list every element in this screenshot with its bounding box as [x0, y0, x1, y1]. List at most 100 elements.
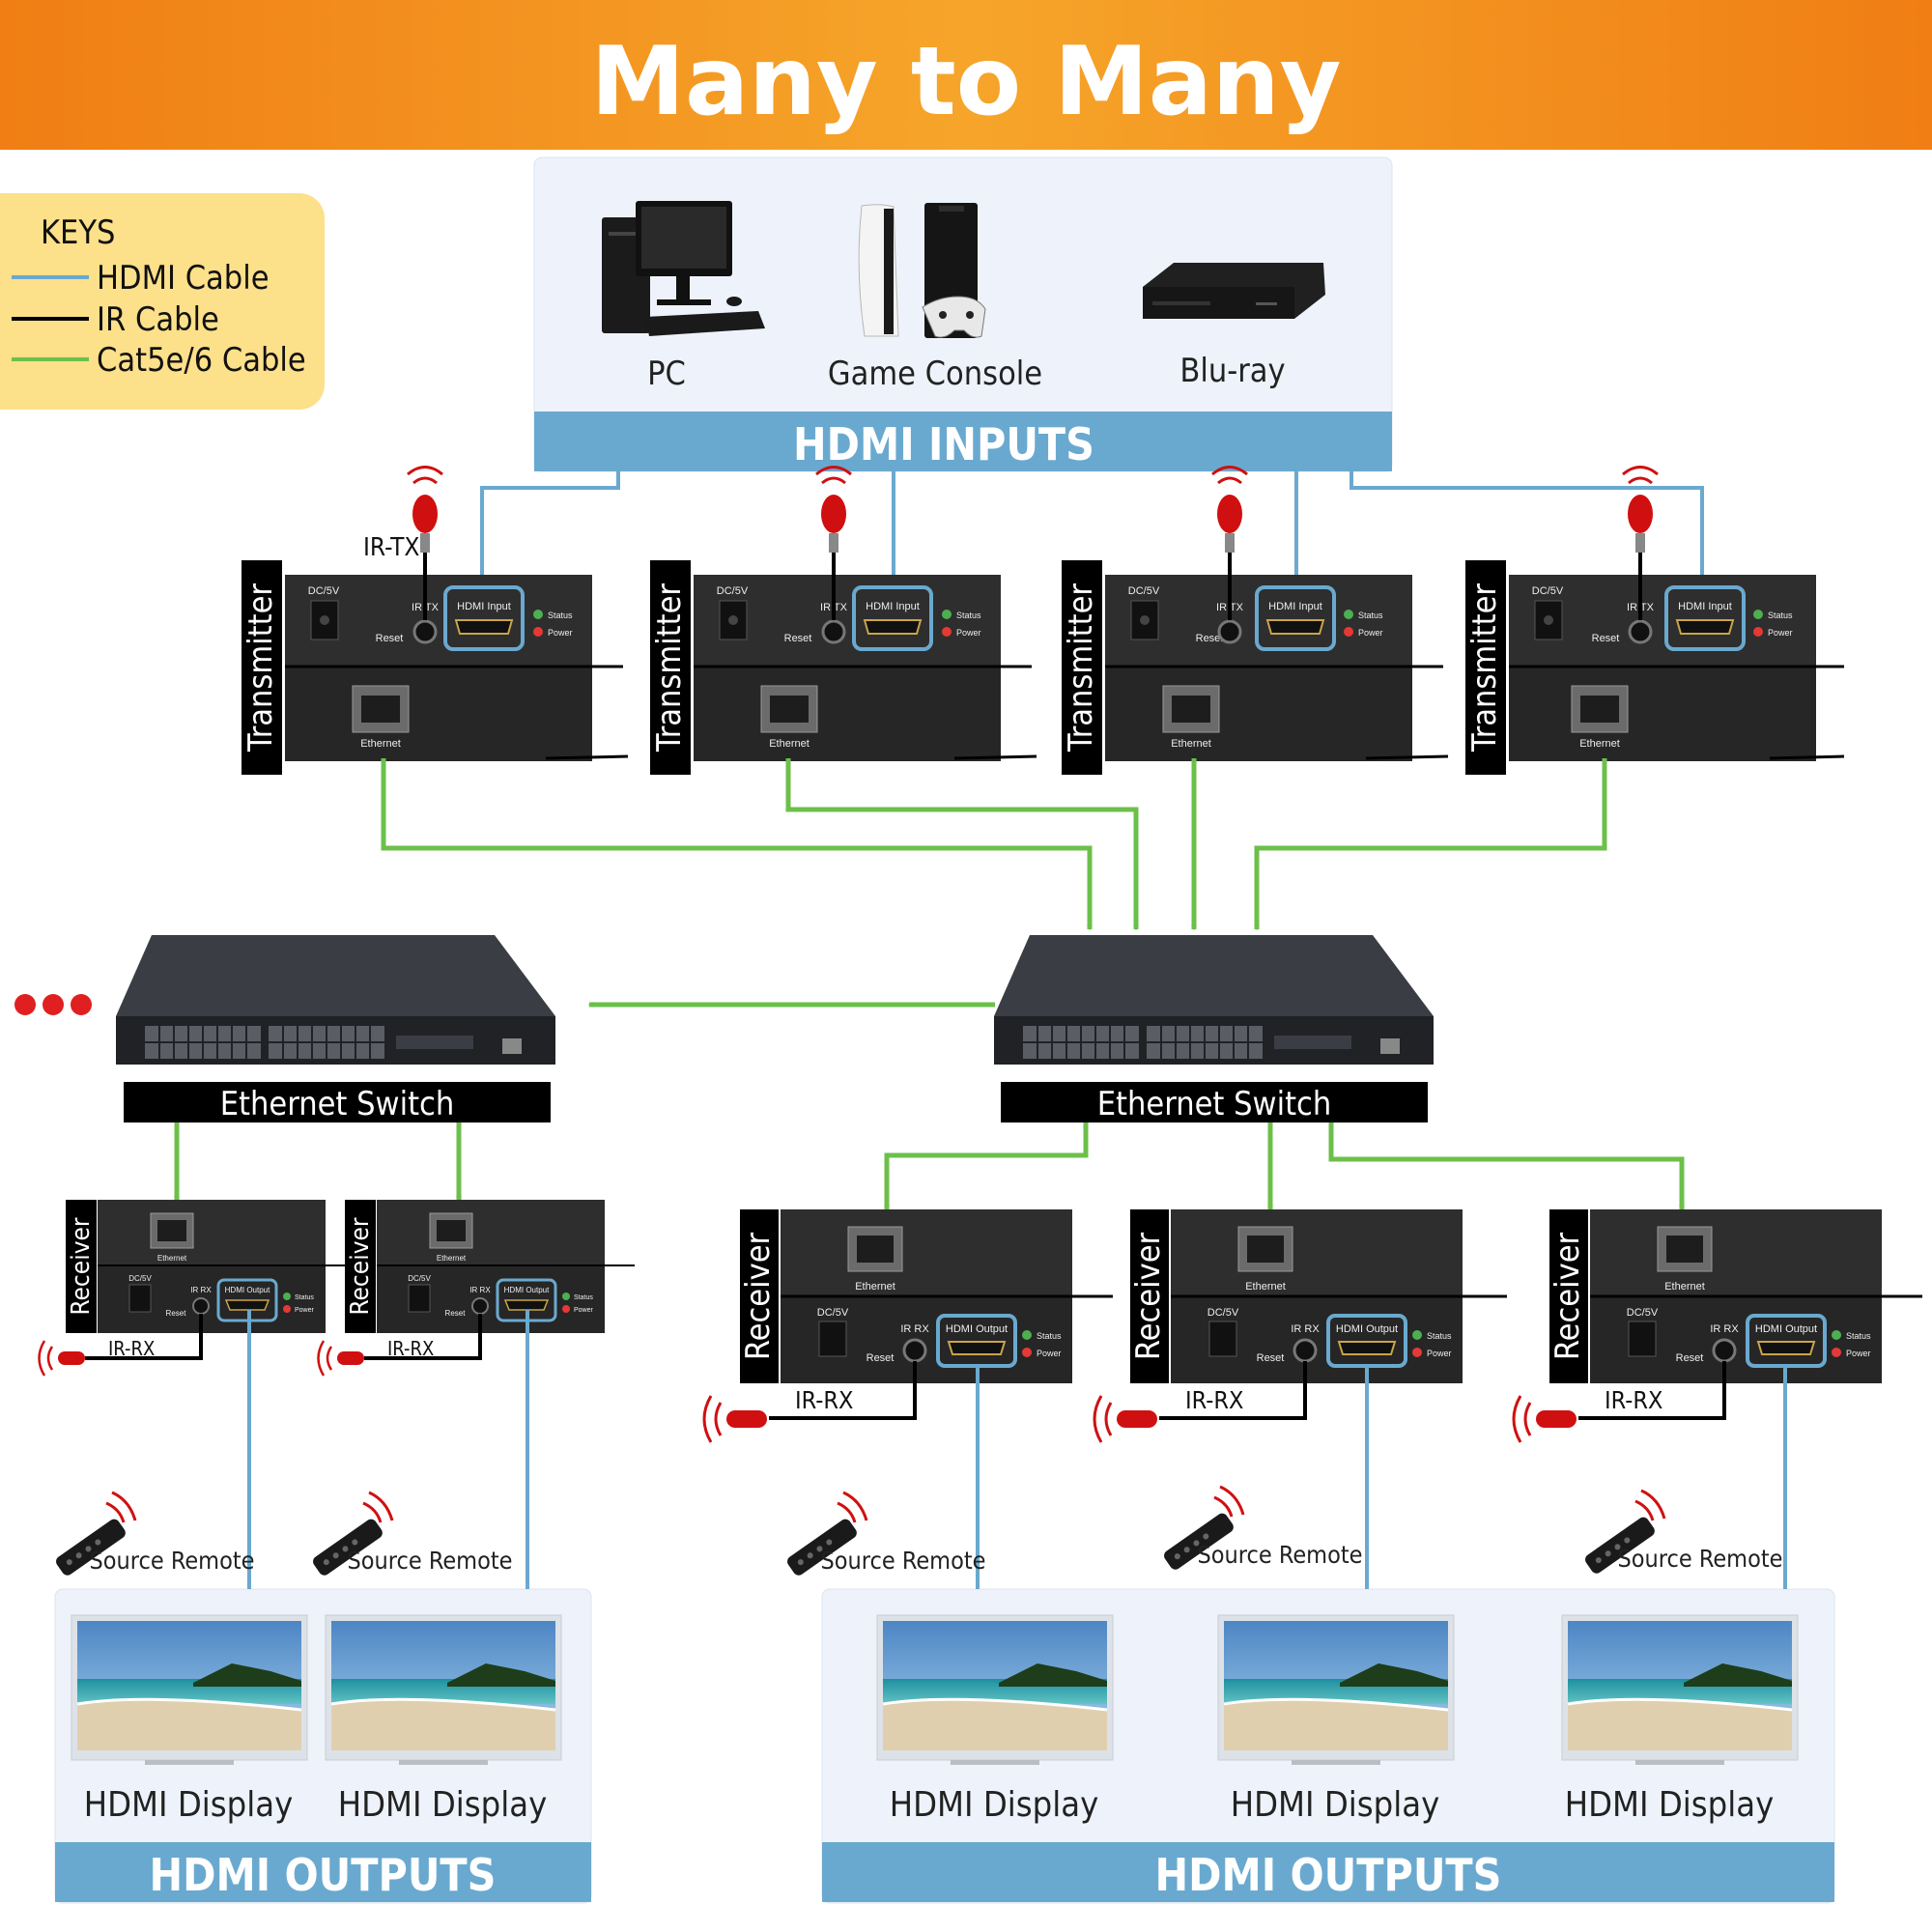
svg-text:Status: Status: [1358, 611, 1383, 620]
ethernet-switch-left-label: Ethernet Switch: [220, 1085, 455, 1123]
svg-text:IR RX: IR RX: [1710, 1323, 1739, 1335]
svg-text:Ethernet: Ethernet: [1171, 738, 1211, 750]
svg-text:Status: Status: [1846, 1331, 1871, 1341]
svg-text:IR-RX: IR-RX: [795, 1386, 853, 1414]
svg-text:DC/5V: DC/5V: [408, 1274, 431, 1283]
source-remote-4: Source Remote: [1164, 1485, 1363, 1570]
svg-text:Power: Power: [1037, 1349, 1062, 1358]
source-remote-3: Source Remote: [787, 1491, 986, 1576]
svg-text:IR RX: IR RX: [190, 1286, 212, 1294]
hdmi-inputs-panel: HDMI INPUTS PC Game Console: [533, 156, 1393, 472]
ethernet-switch-right-label-bg: [1001, 1082, 1428, 1122]
svg-text:HDMI Input: HDMI Input: [457, 601, 511, 612]
pc-icon: [602, 201, 765, 336]
receiver-3: Receiver Ethernet DC/5V Reset IR RX HDMI…: [702, 1209, 1113, 1443]
bluray-player-icon: [1143, 263, 1325, 319]
ir-cable-key-label: IR Cable: [97, 300, 219, 339]
svg-text:Reset: Reset: [1676, 1352, 1704, 1364]
svg-text:DC/5V: DC/5V: [1208, 1307, 1239, 1319]
svg-text:Receiver: Receiver: [346, 1217, 375, 1315]
hdmi-display-5: HDMI Display: [1561, 1614, 1799, 1825]
receiver-5: Receiver Ethernet DC/5V Reset IR RX HDMI…: [1512, 1209, 1922, 1443]
source-remote-1: Source Remote: [56, 1491, 255, 1576]
hdmi-display-1: HDMI Display: [71, 1614, 308, 1825]
svg-text:Source Remote: Source Remote: [820, 1547, 985, 1575]
svg-text:IR-RX: IR-RX: [1185, 1386, 1243, 1414]
hdmi-outputs-header-left: [55, 1842, 591, 1902]
svg-text:Ethernet: Ethernet: [437, 1254, 467, 1263]
hdmi-outputs-title-right: HDMI OUTPUTS: [1155, 1849, 1502, 1901]
page-title: Many to Many: [590, 27, 1341, 137]
svg-text:Reset: Reset: [376, 633, 404, 644]
svg-text:Status: Status: [574, 1294, 593, 1301]
svg-text:Power: Power: [295, 1307, 315, 1314]
title-banner: [0, 0, 1932, 150]
svg-text:Reset: Reset: [1592, 633, 1620, 644]
svg-text:HDMI Output: HDMI Output: [504, 1286, 550, 1294]
svg-text:Transmitter: Transmitter: [242, 583, 280, 753]
svg-text:Source Remote: Source Remote: [1197, 1541, 1362, 1569]
svg-text:Status: Status: [1037, 1331, 1062, 1341]
svg-text:Reset: Reset: [784, 633, 812, 644]
svg-text:Power: Power: [1846, 1349, 1871, 1358]
hdmi-outputs-header-right: [822, 1842, 1834, 1902]
hdmi-display-2: HDMI Display: [325, 1614, 562, 1825]
svg-text:Power: Power: [548, 628, 573, 638]
svg-text:Source Remote: Source Remote: [1617, 1545, 1782, 1573]
hdmi-cable-tx4: [1350, 471, 1704, 591]
hdmi-display-4: HDMI Display: [1217, 1614, 1455, 1825]
svg-text:HDMI Input: HDMI Input: [1268, 601, 1322, 612]
svg-text:Ethernet: Ethernet: [855, 1281, 895, 1293]
ethernet-switch-right: [994, 935, 1434, 1065]
svg-text:HDMI Display: HDMI Display: [1231, 1785, 1439, 1825]
svg-text:DC/5V: DC/5V: [717, 585, 749, 597]
svg-text:Ethernet: Ethernet: [157, 1254, 187, 1263]
cat-cables-tx: [381, 758, 1607, 1005]
receiver-1: Receiver Ethernet DC/5V Reset IR RX HDMI…: [38, 1200, 346, 1377]
svg-text:Ethernet: Ethernet: [1245, 1281, 1286, 1293]
svg-text:DC/5V: DC/5V: [817, 1307, 849, 1319]
svg-text:IR RX: IR RX: [1291, 1323, 1320, 1335]
svg-text:HDMI Display: HDMI Display: [338, 1785, 547, 1825]
svg-text:Status: Status: [1768, 611, 1793, 620]
svg-text:Reset: Reset: [445, 1309, 467, 1318]
svg-text:HDMI Output: HDMI Output: [225, 1286, 270, 1294]
transmitter-4: Transmitter DC/5V Reset IR TX HDMI Input…: [1465, 466, 1845, 775]
svg-text:Receiver: Receiver: [1129, 1232, 1168, 1360]
svg-text:Status: Status: [956, 611, 981, 620]
more-switches-icon: [14, 994, 92, 1015]
svg-text:Status: Status: [548, 611, 573, 620]
svg-text:HDMI Output: HDMI Output: [1755, 1323, 1817, 1335]
svg-text:Reset: Reset: [1257, 1352, 1285, 1364]
source-remote-5: Source Remote: [1585, 1489, 1783, 1574]
receiver-2: Receiver Ethernet DC/5V Reset IR RX HDMI…: [317, 1200, 635, 1377]
svg-text:HDMI Output: HDMI Output: [946, 1323, 1008, 1335]
svg-text:HDMI Display: HDMI Display: [1565, 1785, 1774, 1825]
svg-text:Reset: Reset: [166, 1309, 187, 1318]
hdmi-input-cables: [480, 471, 1704, 591]
transmitter-2: Transmitter DC/5V Reset IR TX HDMI Input…: [650, 466, 1037, 775]
game-console-label: Game Console: [828, 355, 1042, 393]
svg-text:Receiver: Receiver: [1548, 1232, 1587, 1360]
svg-text:Source Remote: Source Remote: [89, 1547, 254, 1575]
svg-text:IR RX: IR RX: [900, 1323, 929, 1335]
game-console-icon: [858, 203, 986, 338]
svg-text:Ethernet: Ethernet: [1579, 738, 1620, 750]
svg-text:Power: Power: [956, 628, 981, 638]
svg-text:Power: Power: [1427, 1349, 1452, 1358]
source-remote-2: Source Remote: [313, 1491, 513, 1576]
svg-text:IR RX: IR RX: [469, 1286, 491, 1294]
hdmi-outputs-title-left: HDMI OUTPUTS: [150, 1849, 497, 1901]
ethernet-switch-left-label-bg: [124, 1082, 551, 1122]
hdmi-inputs-title: HDMI INPUTS: [793, 418, 1094, 470]
svg-text:IR-TX: IR-TX: [363, 533, 419, 562]
cat-cables-rx: [177, 1122, 1682, 1209]
svg-text:Receiver: Receiver: [739, 1232, 778, 1360]
svg-text:HDMI Input: HDMI Input: [1678, 601, 1732, 612]
svg-text:IR-RX: IR-RX: [108, 1337, 155, 1360]
pc-label: PC: [647, 355, 686, 393]
svg-text:Transmitter: Transmitter: [1062, 583, 1100, 753]
svg-text:DC/5V: DC/5V: [1532, 585, 1564, 597]
svg-text:IR-RX: IR-RX: [387, 1337, 434, 1360]
svg-text:DC/5V: DC/5V: [308, 585, 340, 597]
